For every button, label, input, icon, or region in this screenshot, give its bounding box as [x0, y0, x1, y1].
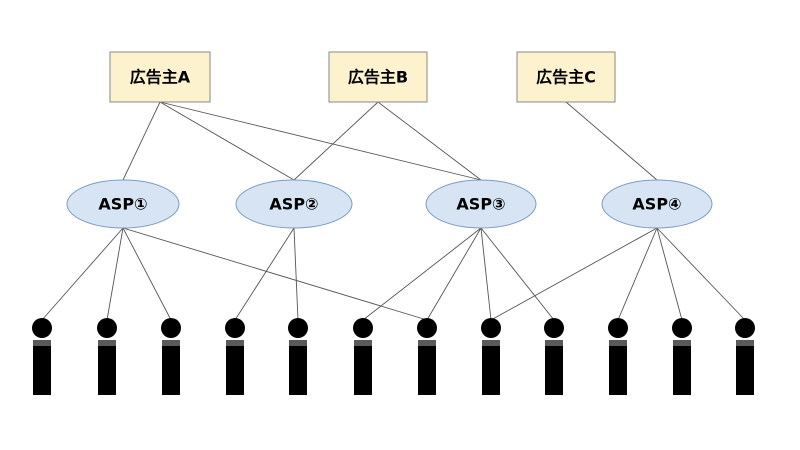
user-head	[97, 318, 117, 338]
user-body	[673, 340, 691, 395]
user-icon	[288, 318, 308, 395]
user-icon	[161, 318, 181, 395]
user-collar	[162, 340, 180, 346]
advertiser-label-b: 広告主B	[348, 68, 408, 87]
user-head	[32, 318, 52, 338]
asp-node-2: ASP②	[235, 179, 353, 229]
advertiser-label-c: 広告主C	[536, 68, 596, 87]
user-head	[608, 318, 628, 338]
user-head	[417, 318, 437, 338]
user-head	[353, 318, 373, 338]
user-body	[736, 340, 754, 395]
advertiser-box-c: 広告主C	[516, 51, 616, 103]
user-collar	[673, 340, 691, 346]
link-asp-1-user-1	[41, 227, 124, 321]
user-body	[162, 340, 180, 395]
user-collar	[736, 340, 754, 346]
user-head	[544, 318, 564, 338]
user-collar	[609, 340, 627, 346]
user-head	[225, 318, 245, 338]
user-body	[98, 340, 116, 395]
link-asp-1-user-7	[122, 227, 428, 321]
user-icon	[735, 318, 755, 395]
link-asp-1-user-3	[122, 227, 172, 321]
user-collar	[226, 340, 244, 346]
user-icon	[353, 318, 373, 395]
user-icon	[417, 318, 437, 395]
link-asp-3-user-7	[426, 227, 482, 321]
asp-node-4: ASP④	[601, 179, 713, 229]
user-icon	[608, 318, 628, 395]
user-collar	[289, 340, 307, 346]
asp-label-3: ASP③	[456, 195, 505, 214]
link-asp-3-user-9	[480, 227, 555, 321]
link-advertiser-a-asp-2	[159, 101, 295, 181]
user-icon	[97, 318, 117, 395]
links-layer	[41, 101, 746, 321]
user-icon	[481, 318, 501, 395]
advertiser-box-b: 広告主B	[328, 51, 428, 103]
asp-label-2: ASP②	[269, 195, 318, 214]
user-body	[482, 340, 500, 395]
user-body	[354, 340, 372, 395]
user-collar	[33, 340, 51, 346]
link-asp-2-user-4	[234, 227, 295, 321]
user-body	[418, 340, 436, 395]
user-head	[481, 318, 501, 338]
user-body	[33, 340, 51, 395]
link-advertiser-c-asp-4	[565, 101, 658, 181]
asp-label-1: ASP①	[98, 195, 147, 214]
asp-node-1: ASP①	[66, 179, 180, 229]
user-collar	[98, 340, 116, 346]
user-icon	[672, 318, 692, 395]
link-asp-3-user-6	[362, 227, 482, 321]
link-asp-1-user-2	[106, 227, 124, 321]
user-icon	[32, 318, 52, 395]
user-icon	[225, 318, 245, 395]
link-asp-4-user-10	[617, 227, 658, 321]
user-head	[288, 318, 308, 338]
user-collar	[418, 340, 436, 346]
user-collar	[545, 340, 563, 346]
link-asp-4-user-8	[490, 227, 658, 321]
link-asp-4-user-12	[656, 227, 746, 321]
user-body	[609, 340, 627, 395]
asp-label-4: ASP④	[632, 195, 681, 214]
users-layer	[32, 318, 755, 395]
link-advertiser-b-asp-2	[293, 101, 379, 181]
link-asp-2-user-5	[293, 227, 299, 321]
user-head	[161, 318, 181, 338]
user-head	[672, 318, 692, 338]
link-advertiser-a-asp-3	[159, 101, 482, 181]
asp-node-3: ASP③	[425, 179, 537, 229]
link-advertiser-a-asp-1	[122, 101, 161, 181]
user-collar	[354, 340, 372, 346]
user-head	[735, 318, 755, 338]
advertiser-box-a: 広告主A	[109, 51, 211, 103]
user-collar	[482, 340, 500, 346]
user-body	[289, 340, 307, 395]
link-advertiser-b-asp-3	[377, 101, 482, 181]
user-body	[226, 340, 244, 395]
user-icon	[544, 318, 564, 395]
user-body	[545, 340, 563, 395]
advertiser-label-a: 広告主A	[130, 68, 191, 87]
link-asp-4-user-11	[656, 227, 683, 321]
link-asp-3-user-8	[480, 227, 492, 321]
